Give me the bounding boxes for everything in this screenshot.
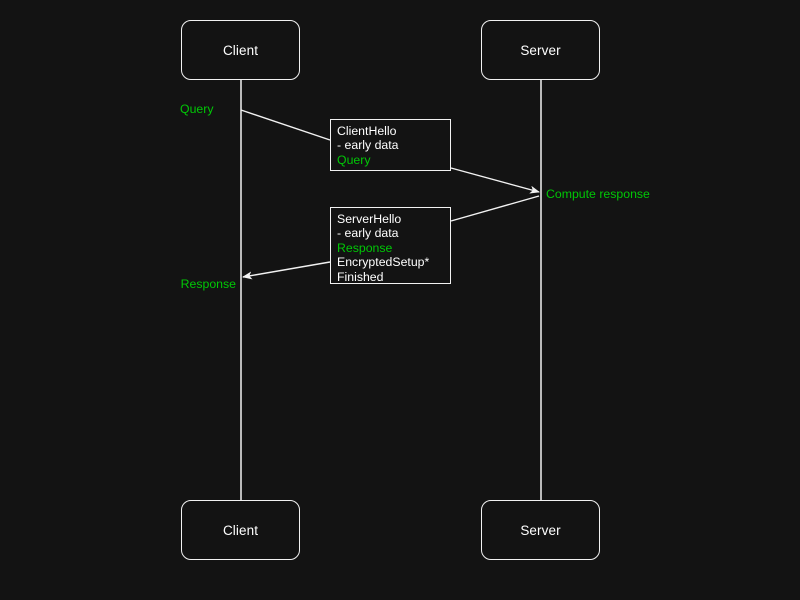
message-line: EncryptedSetup* [337,255,430,270]
participant-box-client-top[interactable]: Client [181,20,300,80]
participant-box-server-top[interactable]: Server [481,20,600,80]
message-line: - early data [337,226,399,241]
message-line: Response [337,240,393,255]
participant-label-server-top: Server [520,42,561,58]
participant-box-client-bottom[interactable]: Client [181,500,300,560]
participant-label-client-bottom: Client [222,522,259,538]
message-line: ServerHello [337,212,402,226]
participant-label-client-top: Client [222,42,259,58]
arrow-client-to-clienthello [240,109,331,141]
message-line: - early data [337,138,399,153]
annotation-query: Query [180,102,214,116]
participant-label-server-bottom: Server [520,522,561,538]
arrow-server-to-serverhello [450,195,540,222]
message-box-server-hello[interactable]: ServerHello - early data Response Encryp… [330,207,451,284]
participant-box-server-bottom[interactable]: Server [481,500,600,560]
message-line: Query [337,152,371,167]
annotation-compute-response: Compute response [546,187,650,201]
message-line: Finished [337,269,384,284]
message-line: ClientHello [337,124,397,138]
annotation-response: Response [180,277,236,291]
arrow-clienthello-to-server [450,167,540,194]
message-box-client-hello[interactable]: ClientHello - early data Query [330,119,451,171]
arrow-serverhello-to-client [242,261,331,280]
